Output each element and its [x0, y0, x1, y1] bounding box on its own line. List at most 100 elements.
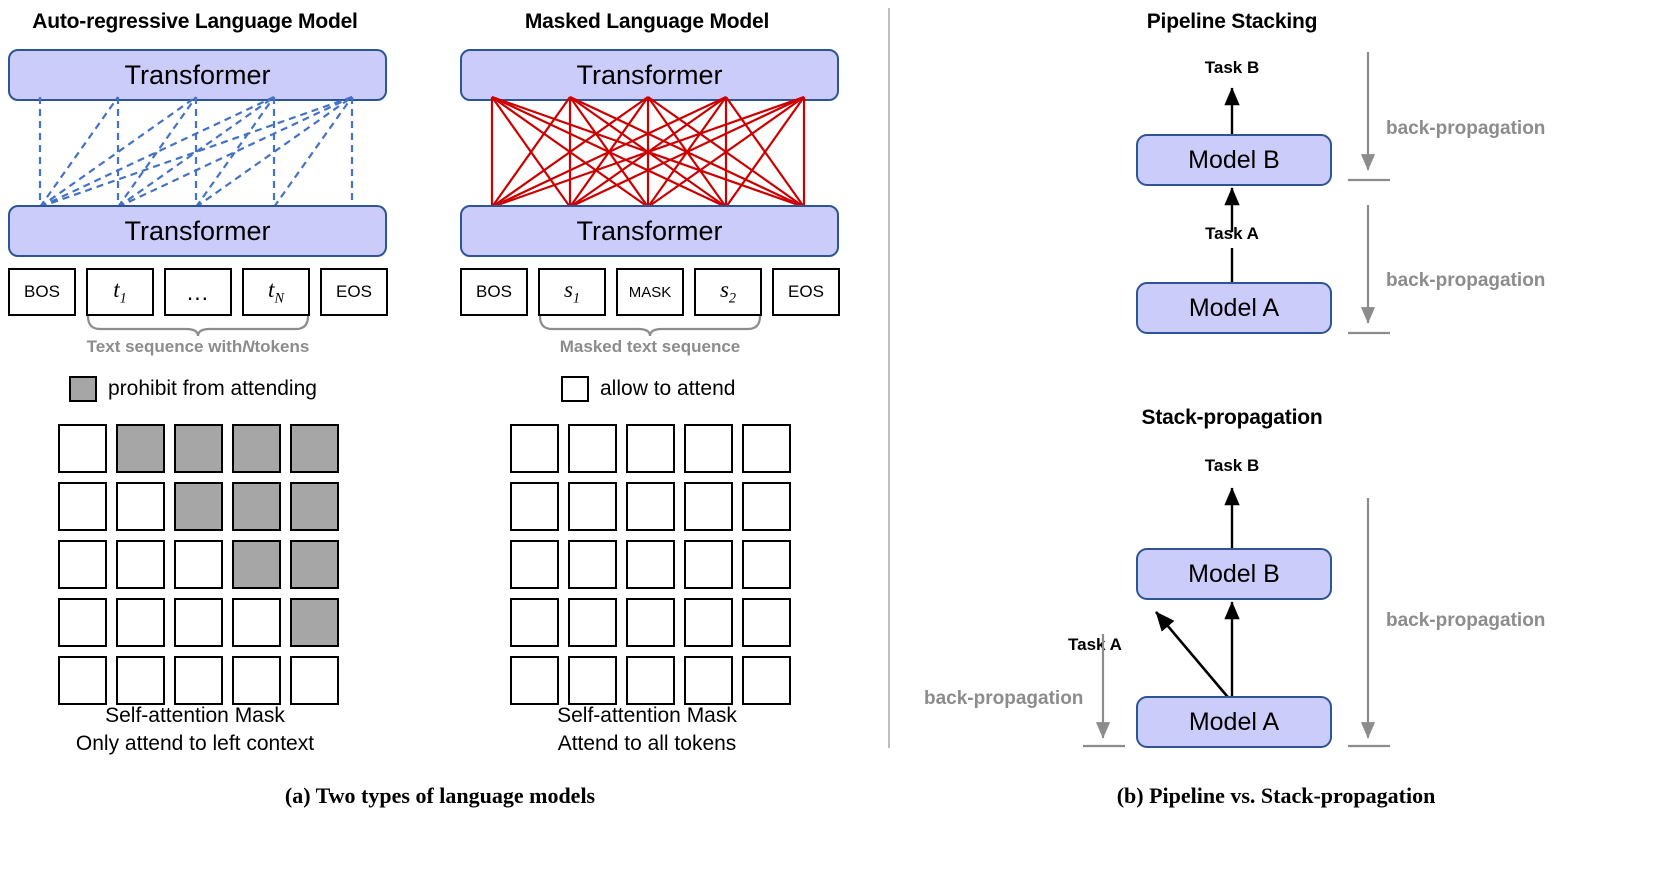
- pipeline-task-b-label: Task B: [1204, 58, 1260, 77]
- mlm-sequence-brace: [538, 315, 762, 337]
- ar-seq-label-n: N: [242, 337, 255, 356]
- mlm-token-bos: BOS: [460, 268, 528, 316]
- ar-mask-cell-0-1: [116, 424, 165, 473]
- mlm-title: Masked Language Model: [524, 10, 770, 33]
- ar-mask-cell-3-0: [58, 598, 107, 647]
- ar-mask-cell-1-1: [116, 482, 165, 531]
- pipeline-arrow-modelb-to-taskb: [1224, 87, 1240, 137]
- mlm-mask-cell-4-2: [626, 656, 675, 705]
- ar-mask-cell-4-2: [174, 656, 223, 705]
- ar-mask-cell-3-1: [116, 598, 165, 647]
- mlm-sequence-label: Masked text sequence: [559, 337, 741, 356]
- ar-mask-caption: Self-attention Mask Only attend to left …: [0, 702, 390, 758]
- mlm-mask-cell-0-3: [684, 424, 733, 473]
- pipeline-stacking-title: Pipeline Stacking: [1146, 10, 1318, 33]
- mlm-mask-cell-3-3: [684, 598, 733, 647]
- mlm-mask-cell-1-4: [742, 482, 791, 531]
- mlm-mask-cell-0-1: [568, 424, 617, 473]
- stackprop-backprop-label-right: back-propagation: [1386, 610, 1546, 631]
- mlm-mask-caption-line2: Attend to all tokens: [557, 731, 737, 755]
- mlm-token-s1-text: s1: [563, 276, 581, 307]
- pipeline-line-modela-to-taska: [1230, 248, 1234, 284]
- stackprop-backprop-arrow-left: [1083, 634, 1125, 748]
- mlm-mask-cell-2-2: [626, 540, 675, 589]
- ar-transformer-top: Transformer: [8, 49, 387, 101]
- ar-mask-cell-3-2: [174, 598, 223, 647]
- mlm-mask-cell-1-3: [684, 482, 733, 531]
- ar-mask-cell-1-4: [290, 482, 339, 531]
- stackprop-backprop-label-left: back-propagation: [924, 688, 1084, 709]
- prohibit-swatch-icon: [69, 376, 97, 402]
- mlm-token-eos: EOS: [772, 268, 840, 316]
- mlm-mask-caption-line1: Self-attention Mask: [557, 704, 737, 727]
- mlm-transformer-bottom: Transformer: [460, 205, 839, 257]
- mlm-mask-cell-3-1: [568, 598, 617, 647]
- mlm-mask-cell-2-0: [510, 540, 559, 589]
- ar-lm-title: Auto-regressive Language Model: [32, 10, 358, 33]
- pipeline-arrow-taska-to-modelb: [1224, 187, 1240, 232]
- pipeline-backprop-arrow-lower: [1348, 205, 1390, 335]
- pipeline-model-b-box: Model B: [1136, 134, 1332, 186]
- mlm-mask-cell-3-2: [626, 598, 675, 647]
- ar-mask-cell-2-2: [174, 540, 223, 589]
- ar-mask-cell-0-2: [174, 424, 223, 473]
- ar-mask-cell-4-3: [232, 656, 281, 705]
- mlm-mask-cell-1-2: [626, 482, 675, 531]
- mlm-attention-edges: [490, 95, 806, 209]
- mlm-token-s2-text: s2: [719, 276, 737, 307]
- ar-seq-label-pre: Text sequence with: [86, 337, 243, 356]
- stackprop-task-b-label: Task B: [1204, 456, 1260, 475]
- ar-token-ellipsis: ...: [164, 268, 232, 316]
- pipeline-backprop-label-upper: back-propagation: [1386, 118, 1546, 139]
- mlm-mask-cell-3-0: [510, 598, 559, 647]
- stackprop-model-b-box: Model B: [1136, 548, 1332, 600]
- ar-token-bos: BOS: [8, 268, 76, 316]
- ar-seq-label-post: tokens: [254, 337, 310, 356]
- ar-mask-cell-3-3: [232, 598, 281, 647]
- mlm-mask-cell-2-4: [742, 540, 791, 589]
- panel-divider: [888, 8, 890, 748]
- mlm-legend-label: allow to attend: [600, 377, 736, 400]
- mlm-legend: allow to attend: [561, 376, 735, 402]
- ar-mask-caption-line2: Only attend to left context: [75, 731, 315, 755]
- mlm-mask-caption: Self-attention Mask Attend to all tokens: [452, 702, 842, 758]
- stack-propagation-title: Stack-propagation: [1141, 406, 1323, 429]
- mlm-mask-cell-1-1: [568, 482, 617, 531]
- ar-mask-cell-3-4: [290, 598, 339, 647]
- ar-mask-cell-0-3: [232, 424, 281, 473]
- ar-mask-cell-1-2: [174, 482, 223, 531]
- ar-mask-cell-0-4: [290, 424, 339, 473]
- mlm-attention-mask-grid: [510, 424, 791, 705]
- panel-a-caption: (a) Two types of language models: [284, 783, 596, 808]
- ar-mask-cell-4-4: [290, 656, 339, 705]
- mlm-mask-cell-2-3: [684, 540, 733, 589]
- ar-mask-cell-2-4: [290, 540, 339, 589]
- mlm-token-s2: s2: [694, 268, 762, 316]
- mlm-transformer-top: Transformer: [460, 49, 839, 101]
- ar-transformer-bottom: Transformer: [8, 205, 387, 257]
- ar-mask-caption-line1: Self-attention Mask: [105, 704, 285, 727]
- pipeline-model-a-box: Model A: [1136, 282, 1332, 334]
- mlm-mask-cell-1-0: [510, 482, 559, 531]
- ar-token-t1-text: t1: [113, 276, 127, 307]
- ar-sequence-brace: [86, 315, 310, 337]
- ar-sequence-label: Text sequence with N tokens: [26, 336, 370, 358]
- ar-mask-cell-1-3: [232, 482, 281, 531]
- ar-attention-edges: [38, 95, 354, 209]
- stackprop-arrow-modelb-to-taskb: [1224, 487, 1240, 548]
- mlm-mask-cell-4-4: [742, 656, 791, 705]
- mlm-mask-cell-4-3: [684, 656, 733, 705]
- ar-mask-cell-0-0: [58, 424, 107, 473]
- ar-token-tn-text: tN: [268, 276, 284, 307]
- ar-mask-cell-2-1: [116, 540, 165, 589]
- mlm-token-mask: MASK: [616, 268, 684, 316]
- stackprop-model-a-box: Model A: [1136, 696, 1332, 748]
- mlm-mask-cell-4-0: [510, 656, 559, 705]
- ar-mask-cell-1-0: [58, 482, 107, 531]
- pipeline-backprop-label-lower: back-propagation: [1386, 270, 1546, 291]
- ar-mask-cell-4-1: [116, 656, 165, 705]
- mlm-mask-cell-4-1: [568, 656, 617, 705]
- ar-mask-cell-2-3: [232, 540, 281, 589]
- ar-mask-cell-2-0: [58, 540, 107, 589]
- stackprop-backprop-arrow-right: [1348, 498, 1390, 748]
